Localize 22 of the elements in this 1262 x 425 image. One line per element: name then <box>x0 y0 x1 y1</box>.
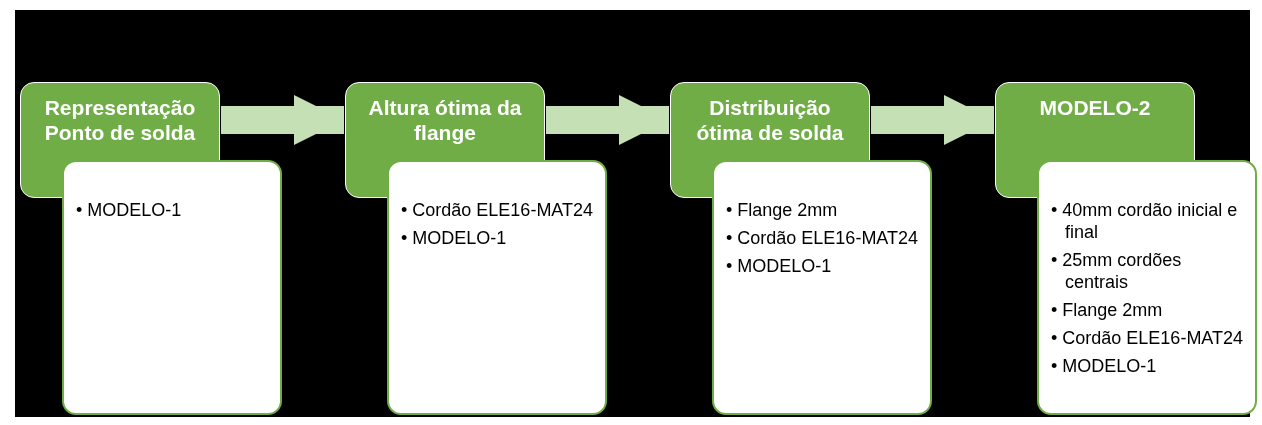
step-detail-box <box>62 160 282 415</box>
bullet-item: • Cordão ELE16-MAT24 <box>401 200 595 222</box>
bullet-item: • 25mm cordões centrais <box>1051 249 1183 294</box>
step-title: Altura ótima da flange <box>367 95 523 146</box>
bullet-item: • MODELO-1 <box>401 227 508 250</box>
block-arrow <box>871 94 994 146</box>
step-detail-box <box>712 160 932 415</box>
block-arrow <box>221 94 344 146</box>
bullet-item: • Cordão ELE16-MAT24 <box>1051 327 1245 350</box>
bullet-item: • Cordão ELE16-MAT24 <box>726 227 920 250</box>
step-title: Distribuição ótima de solda <box>695 95 845 146</box>
bullet-item: • MODELO-1 <box>726 255 833 278</box>
step-title: Representação Ponto de solda <box>43 95 197 146</box>
step-detail-box <box>387 160 607 415</box>
bullet-item: • Flange 2mm <box>726 200 839 222</box>
bullet-item: • MODELO-1 <box>1051 355 1158 378</box>
step-detail-box <box>1037 160 1257 415</box>
bullet-item: • MODELO-1 <box>76 200 183 222</box>
step-title: MODELO-2 <box>1038 95 1152 121</box>
bullet-item: • 40mm cordão inicial e final <box>1051 200 1239 244</box>
bullet-item: • Flange 2mm <box>1051 299 1164 322</box>
block-arrow <box>546 94 669 146</box>
